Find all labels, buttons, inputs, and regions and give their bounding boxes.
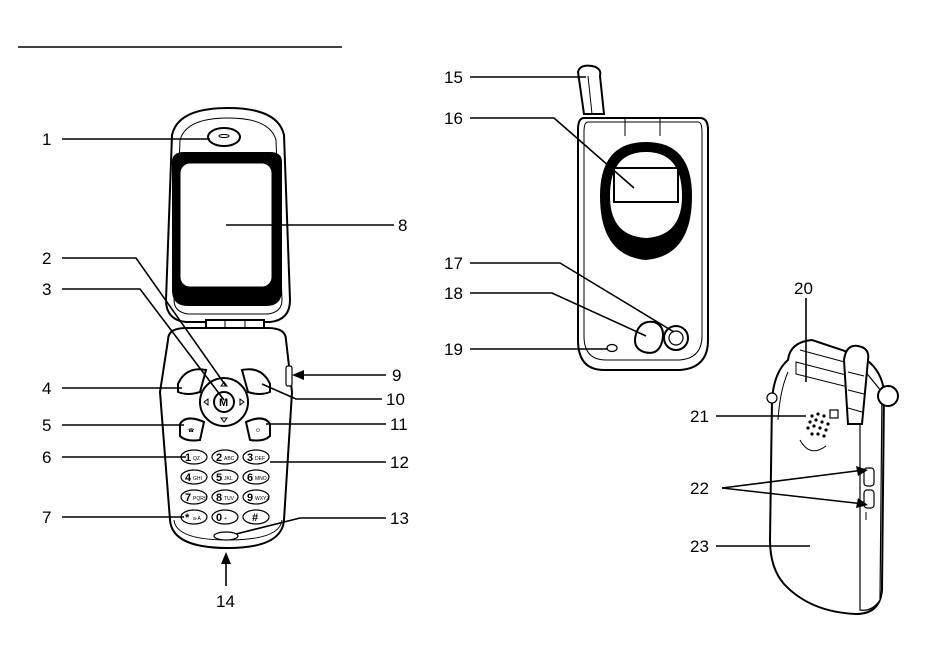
key-8-digit: 8: [216, 492, 222, 504]
key-1-letters: QZ: [193, 456, 200, 462]
key-5-digit: 5: [216, 472, 222, 484]
callout-20: 20: [794, 279, 813, 298]
callout-22: 22: [690, 479, 709, 498]
key-4-letters: GHI: [193, 476, 202, 482]
key-6-letters: MNO: [255, 476, 267, 482]
side-key: [286, 366, 292, 386]
callout-23: 23: [690, 537, 709, 556]
key-7-letters: PQRS: [193, 496, 208, 502]
side-view-phone: [767, 340, 898, 614]
callout-1: 1: [42, 130, 51, 149]
callout-17: 17: [444, 254, 463, 273]
front-view-phone: ☎ ⏻ M 1 QZ 2 ABC 3 DEF: [160, 108, 292, 548]
hinge-knob: [878, 386, 898, 406]
key-0-digit: 0: [216, 512, 222, 524]
callout-4: 4: [42, 379, 51, 398]
callout-21: 21: [690, 407, 709, 426]
callout-14: 14: [216, 592, 235, 611]
callout-19: 19: [444, 340, 463, 359]
callout-8: 8: [398, 216, 407, 235]
key-9-digit: 9: [247, 492, 253, 504]
callout-7: 7: [42, 508, 51, 527]
callout-2: 2: [42, 249, 51, 268]
key-5-letters: JKL: [224, 476, 233, 482]
callout-12: 12: [390, 453, 409, 472]
key-4-digit: 4: [185, 472, 192, 484]
key-hash-symbol: #: [252, 512, 258, 524]
callout-16: 16: [444, 109, 463, 128]
key-2-digit: 2: [216, 452, 222, 464]
key-star-symbol: *: [185, 512, 190, 524]
callout-5: 5: [42, 416, 51, 435]
callout-11: 11: [390, 415, 408, 434]
callout-9: 9: [392, 366, 401, 385]
key-7-digit: 7: [185, 492, 191, 504]
callout-3: 3: [42, 280, 51, 299]
svg-text:☎: ☎: [188, 428, 194, 434]
callout-10: 10: [386, 390, 405, 409]
callout-13: 13: [390, 509, 409, 528]
key-1-digit: 1: [185, 452, 191, 464]
key-star-letters: a-A: [193, 516, 201, 522]
key-8-letters: TUV: [224, 496, 235, 502]
sub-display: [614, 168, 678, 202]
callout-6: 6: [42, 448, 51, 467]
key-2-letters: ABC: [224, 456, 235, 462]
key-6-digit: 6: [247, 472, 253, 484]
svg-text:⏻: ⏻: [256, 428, 260, 434]
key-0-letters: +: [224, 516, 227, 522]
camera-mirror: [635, 322, 663, 353]
closed-view-phone: [578, 66, 708, 370]
key-3-letters: DEF: [255, 456, 265, 462]
indicator-light: [607, 345, 617, 352]
key-9-letters: WXYZ: [255, 496, 269, 502]
callout-15: 15: [444, 68, 463, 87]
microphone: [214, 532, 238, 540]
key-3-digit: 3: [247, 452, 253, 464]
callout-18: 18: [444, 284, 463, 303]
